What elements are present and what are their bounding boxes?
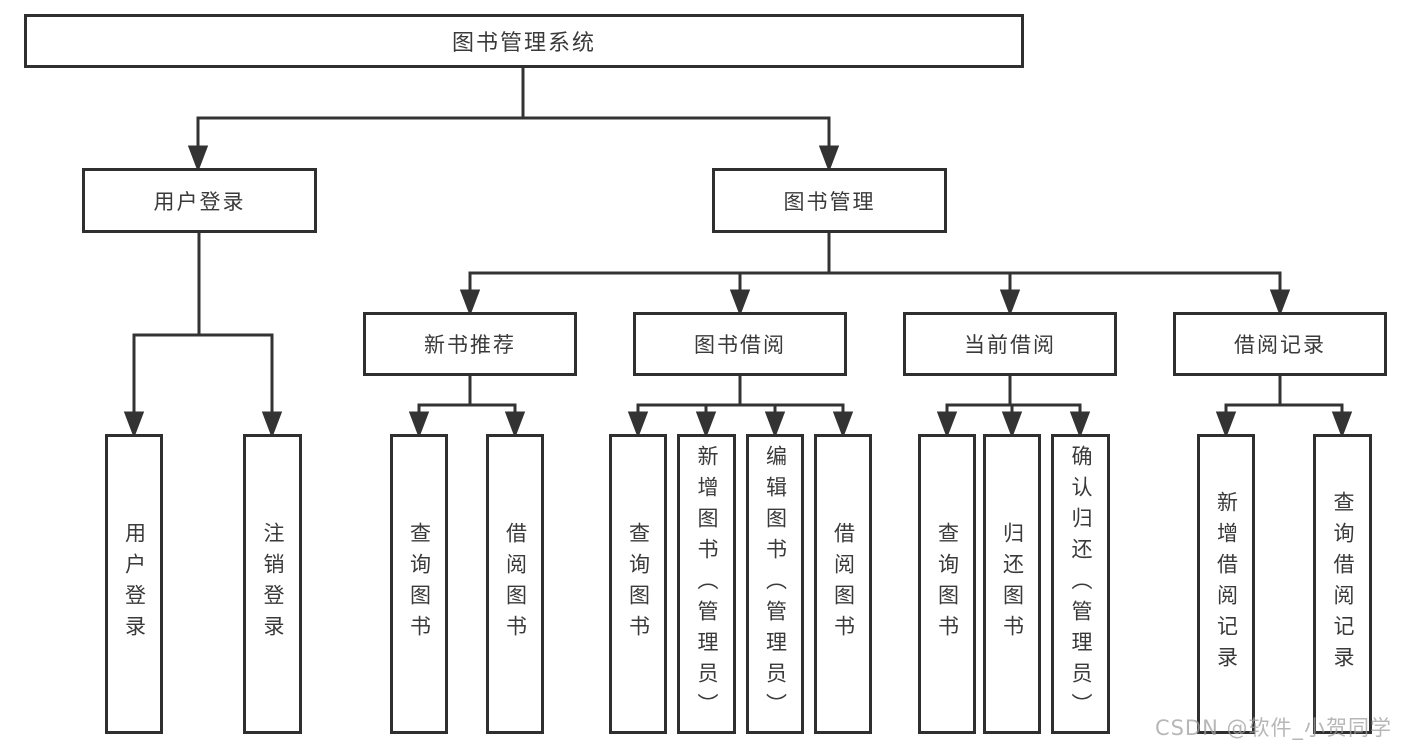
node-user-login: 用户登录 xyxy=(82,168,317,233)
leaf-logout: 注销登录 xyxy=(243,434,302,734)
node-book-borrow: 图书借阅 xyxy=(633,312,847,376)
leaf-newbook-query-books: 查询图书 xyxy=(390,434,448,734)
leaf-borrow-edit-books-admin: 编辑图书（管理员） xyxy=(746,434,804,734)
leaf-current-return-books: 归还图书 xyxy=(983,434,1041,734)
leaf-newbook-borrow-books: 借阅图书 xyxy=(486,434,544,734)
leaf-current-confirm-return-admin: 确认归还（管理员） xyxy=(1051,434,1110,734)
csdn-watermark: CSDN @软件_小贺同学 xyxy=(1154,716,1392,740)
leaf-record-add-borrow-record: 新增借阅记录 xyxy=(1197,434,1255,734)
leaf-borrow-query-books: 查询图书 xyxy=(609,434,667,734)
leaf-borrow-borrow-books: 借阅图书 xyxy=(814,434,872,734)
node-root-system: 图书管理系统 xyxy=(24,14,1024,68)
node-current-borrow: 当前借阅 xyxy=(903,312,1117,376)
leaf-current-query-books: 查询图书 xyxy=(918,434,976,734)
node-book-management: 图书管理 xyxy=(712,168,947,233)
node-new-book-recommend: 新书推荐 xyxy=(363,312,577,376)
leaf-record-query-borrow-record: 查询借阅记录 xyxy=(1313,434,1372,734)
node-borrow-records: 借阅记录 xyxy=(1173,312,1387,376)
leaf-borrow-add-books-admin: 新增图书（管理员） xyxy=(677,434,736,734)
leaf-user-login: 用户登录 xyxy=(105,434,163,734)
